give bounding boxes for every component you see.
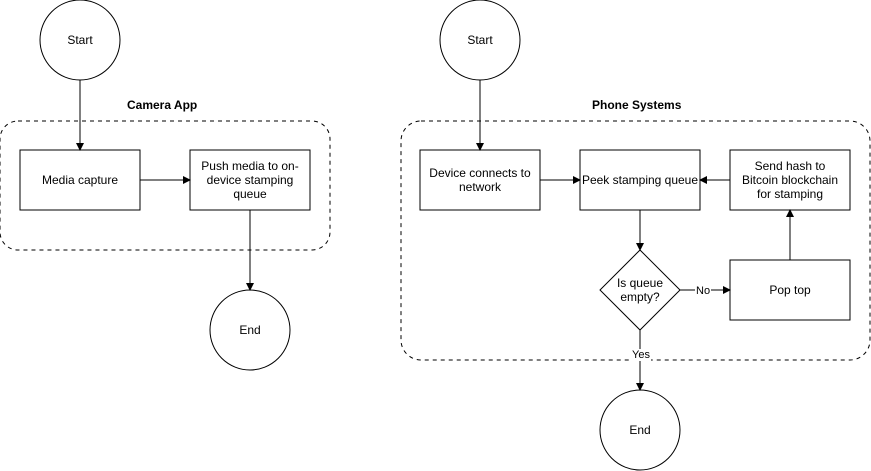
media-capture-label: Media capture [41,173,119,187]
camera-app-title: Camera App [127,98,198,112]
left-end-label: End [239,323,261,337]
left-start-label: Start [67,33,93,47]
yes-edge-label: Yes [631,349,651,361]
device-connects-label: Device connects to network [429,166,531,194]
push-media-label: Push media to on-device stamping queue [201,159,299,201]
peek-queue-node [579,149,701,211]
no-edge-label: No [695,285,712,297]
right-end-label: End [629,423,651,437]
send-hash-node [729,149,851,211]
phone-systems-title: Phone Systems [592,98,682,112]
send-hash-label: Send hash to Bitcoin blockchain for stam… [741,159,839,201]
peek-queue-label: Peek stamping queue [581,173,699,187]
pop-top-label: Pop top [769,283,811,297]
is-queue-empty-label: Is queue empty? [616,276,664,304]
media-capture-node [19,149,141,211]
right-start-label: Start [467,33,493,47]
camera-app-group [0,120,331,251]
